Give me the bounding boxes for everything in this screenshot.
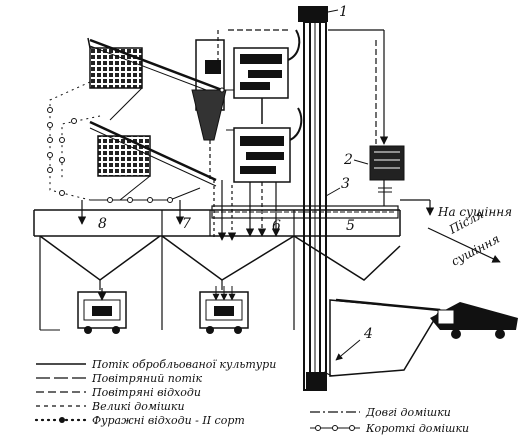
intake-pit xyxy=(324,300,440,376)
legend-item-2: Повітряні відходи xyxy=(91,386,201,399)
callout-3: 3 xyxy=(341,176,350,192)
elevator-column xyxy=(298,6,338,390)
upper-separator xyxy=(234,30,299,124)
truck-right xyxy=(200,286,248,334)
tipping-truck xyxy=(430,302,518,339)
callout-6: 6 xyxy=(272,218,281,234)
callout-7: 7 xyxy=(182,216,191,232)
callout-1: 1 xyxy=(339,4,348,20)
callout-5: 5 xyxy=(346,218,355,234)
callout-4: 4 xyxy=(363,326,373,342)
legend-item-4: Фуражні відходи - ІІ сорт xyxy=(92,414,245,427)
dryer-box xyxy=(370,146,404,196)
lower-separator xyxy=(234,108,301,236)
truck-left xyxy=(78,288,126,334)
legend-item-5: Довгі домішки xyxy=(365,406,451,419)
callout-2: 2 xyxy=(343,152,353,168)
legend-item-1: Повітряний потік xyxy=(91,372,202,385)
legend-item-3: Великі домішки xyxy=(91,400,185,413)
legend-item-6: Короткі домішки xyxy=(365,422,469,435)
lower-sieve xyxy=(90,122,216,200)
callout-8: 8 xyxy=(98,216,107,232)
legend-item-0: Потік обробльованої культури xyxy=(91,358,276,371)
after-drying-label-2: сушіння xyxy=(449,232,502,269)
